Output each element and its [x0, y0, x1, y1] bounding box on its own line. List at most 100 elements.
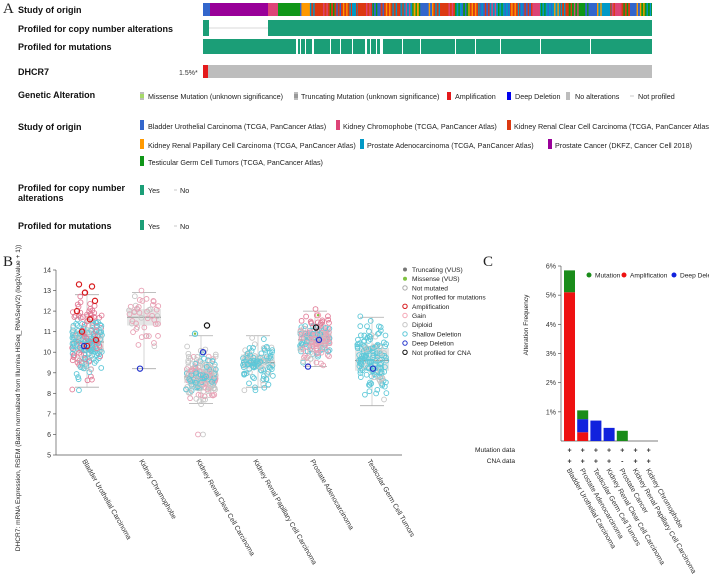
mut-legend-title: Profiled for mutations — [18, 221, 112, 231]
study-segment-stripe — [333, 3, 335, 16]
b-sample-point — [319, 344, 326, 350]
mut-not-profiled-gap — [330, 39, 331, 54]
mut-not-profiled-gap — [590, 39, 591, 54]
b-sample-point — [254, 358, 260, 365]
study-segment-stripe — [468, 3, 470, 16]
b-sample-point — [252, 387, 259, 394]
b-y-tick-label: 10 — [43, 350, 51, 357]
study-segment — [630, 3, 640, 16]
study-segment-stripe — [600, 3, 602, 16]
study-segment-stripe — [488, 3, 490, 16]
alteration-frequency-chart: Alteration Frequency Mutation data CNA d… — [475, 264, 709, 574]
c-mutation-sign: + — [567, 448, 571, 455]
b-sample-point — [378, 369, 385, 375]
b-highlighted-point — [312, 324, 320, 331]
b-sample-point — [251, 375, 257, 382]
mut-not-profiled-gap — [305, 39, 306, 54]
b-sample-point — [212, 372, 219, 379]
panel-b-letter: B — [3, 254, 13, 270]
cna-legend-no: No — [180, 186, 189, 195]
b-sample-point — [70, 354, 77, 360]
cna-legend-title-2: alterations — [18, 193, 64, 203]
legend-kich: Kidney Chromophobe (TCGA, PanCancer Atla… — [343, 122, 497, 131]
b-points — [69, 287, 390, 438]
b-sample-point — [263, 376, 270, 382]
b-sample-point — [70, 327, 76, 334]
study-segment — [300, 3, 310, 16]
dhcr7-alteration-track — [203, 65, 652, 78]
b-sample-point — [133, 326, 140, 332]
b-sample-point — [87, 353, 94, 360]
b-sample-point — [367, 379, 373, 386]
mut-not-profiled-gap — [352, 39, 353, 54]
study-segment-stripe — [432, 3, 434, 16]
c-cna-sign: + — [607, 459, 611, 466]
b-sample-point — [243, 370, 250, 377]
b-legend-swatch — [402, 349, 408, 355]
b-sample-point — [376, 376, 383, 383]
b-sample-point — [325, 324, 332, 331]
b-sample-point — [366, 328, 372, 335]
b-sample-point — [260, 376, 267, 382]
study-segment-stripe — [616, 3, 619, 16]
b-sample-point — [246, 380, 252, 387]
study-segment-stripe — [336, 3, 338, 16]
study-segment-stripe — [570, 3, 572, 16]
study-segment-stripe — [372, 3, 374, 16]
b-sample-point — [364, 345, 371, 352]
b-highlighted-points — [73, 281, 377, 372]
study-segment — [278, 3, 300, 16]
b-sample-point — [298, 317, 305, 324]
b-sample-point — [147, 306, 154, 313]
study-segment-stripe — [554, 3, 556, 16]
b-sample-point — [69, 386, 76, 393]
cna-track-label: Profiled for copy number alterations — [18, 24, 173, 34]
b-sample-point — [261, 354, 268, 361]
b-highlighted-point — [191, 330, 199, 337]
b-sample-point — [326, 340, 333, 347]
study-segment-stripe — [531, 3, 533, 16]
study-segment-stripe — [583, 3, 586, 16]
b-sample-point — [126, 311, 133, 317]
study-legend: Bladder Urothelial Carcinoma (TCGA, PanC… — [140, 120, 709, 167]
kirc-swatch — [507, 120, 511, 130]
mut-not-profiled-gap — [402, 39, 403, 54]
b-sample-point — [250, 357, 257, 364]
b-sample-point — [133, 320, 139, 327]
study-segment-stripe — [481, 3, 483, 16]
b-highlighted-point — [80, 342, 88, 350]
b-sample-point — [93, 345, 100, 352]
b-y-tick-label: 11 — [44, 329, 51, 336]
mut-not-profiled-gap — [370, 39, 371, 54]
b-highlighted-point — [199, 349, 207, 356]
b-sample-point — [75, 374, 81, 380]
b-sample-point — [193, 370, 199, 377]
b-sample-point — [91, 360, 98, 366]
b-sample-point — [309, 343, 316, 350]
legend-prad-dkfz: Prostate Cancer (DKFZ, Cancer Cell 2018) — [555, 141, 692, 150]
b-legend-swatch — [402, 303, 408, 309]
b-highlighted-point — [75, 281, 83, 288]
mut-not-profiled-gap — [300, 39, 301, 54]
cna-legend-yes: Yes — [148, 186, 160, 195]
b-legend-label: Truncating (VUS) — [412, 267, 463, 274]
study-segment-stripe — [484, 3, 487, 16]
b-sample-point — [383, 357, 390, 364]
b-sample-point — [187, 395, 193, 402]
c-bars — [564, 270, 628, 441]
b-x-tick-label: Bladder Urothelial Carcinoma — [80, 459, 132, 542]
b-sample-point — [192, 379, 199, 386]
b-sample-point — [74, 359, 81, 366]
b-sample-point — [361, 332, 368, 339]
study-segment — [210, 3, 268, 16]
b-sample-point — [366, 358, 373, 365]
study-segment-stripe — [610, 3, 612, 16]
b-y-tick-label: 5 — [47, 453, 51, 460]
b-y-tick-label: 13 — [43, 288, 51, 295]
b-sample-point — [241, 387, 248, 394]
oncoprint — [203, 3, 652, 78]
mut-not-profiled-gap — [296, 39, 298, 54]
b-sample-point — [359, 367, 366, 373]
b-sample-point — [261, 336, 267, 342]
